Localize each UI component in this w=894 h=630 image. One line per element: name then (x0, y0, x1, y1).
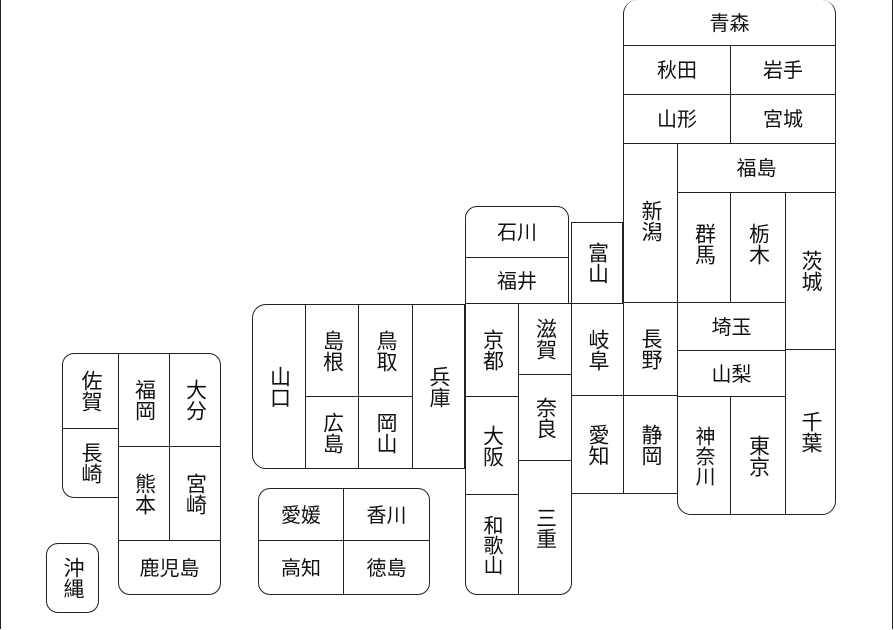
pref-label: 大分 (183, 379, 208, 421)
pref-label: 鳥取 (374, 329, 398, 372)
pref-kagoshima[interactable]: 鹿児島 (118, 540, 221, 595)
pref-label: 和歌山 (480, 514, 504, 575)
pref-label: 広島 (320, 411, 345, 454)
pref-ishikawa[interactable]: 石川 (465, 206, 569, 258)
pref-nagasaki[interactable]: 長崎 (62, 428, 119, 498)
pref-label: 香川 (366, 502, 407, 527)
pref-akita[interactable]: 秋田 (623, 45, 731, 95)
pref-label: 福井 (497, 268, 537, 293)
pref-label: 茨城 (799, 250, 823, 292)
pref-yamanashi[interactable]: 山梨 (677, 350, 786, 397)
pref-fukuoka[interactable]: 福岡 (118, 353, 170, 447)
pref-label: 富山 (585, 242, 610, 284)
pref-fukui[interactable]: 福井 (465, 257, 569, 304)
pref-wakayama[interactable]: 和歌山 (465, 494, 519, 595)
pref-fukushima[interactable]: 福島 (677, 143, 836, 193)
pref-label: 兵庫 (427, 365, 451, 408)
pref-tokyo[interactable]: 東京 (730, 396, 786, 515)
pref-label: 徳島 (366, 555, 407, 580)
pref-label: 長野 (639, 328, 663, 370)
pref-label: 山口 (267, 365, 292, 408)
pref-yamaguchi[interactable]: 山口 (252, 304, 306, 469)
pref-gunma[interactable]: 群馬 (677, 192, 731, 303)
pref-miyagi[interactable]: 宮城 (730, 94, 836, 144)
pref-tokushima[interactable]: 徳島 (343, 540, 430, 595)
pref-toyama[interactable]: 富山 (571, 222, 623, 304)
pref-aichi[interactable]: 愛知 (571, 395, 624, 494)
pref-nagano[interactable]: 長野 (623, 302, 678, 396)
pref-hiroshima[interactable]: 広島 (305, 396, 359, 469)
pref-kanagawa[interactable]: 神奈川 (677, 396, 731, 515)
pref-saga[interactable]: 佐賀 (62, 353, 119, 429)
pref-label: 東京 (746, 434, 771, 477)
pref-label: 愛知 (586, 423, 610, 466)
pref-label: 岡山 (374, 411, 398, 454)
pref-label: 岩手 (763, 58, 803, 82)
pref-shiga[interactable]: 滋賀 (518, 303, 572, 375)
pref-label: 埼玉 (711, 314, 752, 339)
pref-yamagata[interactable]: 山形 (623, 94, 731, 144)
pref-okinawa[interactable]: 沖縄 (46, 543, 99, 613)
pref-kochi[interactable]: 高知 (258, 540, 344, 595)
pref-label: 山梨 (711, 361, 752, 386)
pref-label: 秋田 (657, 58, 697, 82)
pref-chiba[interactable]: 千葉 (785, 349, 836, 515)
pref-label: 福島 (736, 156, 777, 180)
pref-label: 福岡 (132, 379, 157, 421)
pref-ibaraki[interactable]: 茨城 (785, 192, 836, 350)
pref-label: 島根 (320, 329, 345, 372)
pref-shizuoka[interactable]: 静岡 (623, 395, 678, 494)
pref-label: 愛媛 (281, 502, 321, 527)
pref-label: 群馬 (692, 223, 717, 265)
pref-aomori[interactable]: 青森 (623, 0, 836, 46)
pref-label: 京都 (480, 329, 505, 371)
pref-ehime[interactable]: 愛媛 (258, 488, 344, 541)
pref-kagawa[interactable]: 香川 (343, 488, 430, 541)
pref-label: 岐阜 (586, 328, 610, 371)
pref-label: 佐賀 (79, 370, 103, 412)
pref-label: 栃木 (746, 223, 771, 265)
pref-hyogo[interactable]: 兵庫 (412, 304, 465, 469)
pref-kumamoto[interactable]: 熊本 (118, 446, 170, 541)
pref-shimane[interactable]: 島根 (305, 304, 359, 397)
pref-label: 千葉 (799, 411, 823, 453)
pref-label: 熊本 (132, 472, 157, 515)
pref-label: 大阪 (480, 424, 505, 467)
pref-label: 滋賀 (533, 318, 558, 360)
pref-label: 青森 (709, 10, 750, 35)
pref-label: 山形 (657, 107, 697, 131)
pref-label: 鹿児島 (139, 555, 200, 580)
pref-label: 宮崎 (183, 472, 208, 515)
pref-saitama[interactable]: 埼玉 (677, 302, 786, 351)
pref-tochigi[interactable]: 栃木 (730, 192, 786, 303)
pref-label: 神奈川 (692, 425, 716, 486)
pref-gifu[interactable]: 岐阜 (571, 303, 624, 396)
pref-label: 新潟 (639, 200, 663, 242)
pref-label: 長崎 (79, 442, 103, 484)
pref-okayama[interactable]: 岡山 (358, 396, 413, 469)
pref-kyoto[interactable]: 京都 (465, 303, 519, 397)
pref-label: 三重 (533, 506, 558, 549)
pref-label: 静岡 (639, 423, 663, 466)
pref-label: 沖縄 (61, 557, 85, 599)
pref-oita[interactable]: 大分 (169, 353, 221, 447)
pref-iwate[interactable]: 岩手 (730, 45, 836, 95)
pref-miyazaki[interactable]: 宮崎 (169, 446, 221, 541)
pref-niigata[interactable]: 新潟 (623, 143, 678, 303)
pref-label: 宮城 (763, 107, 803, 131)
pref-label: 高知 (281, 555, 321, 580)
pref-nara[interactable]: 奈良 (518, 374, 572, 461)
pref-label: 奈良 (533, 396, 558, 439)
pref-osaka[interactable]: 大阪 (465, 396, 519, 495)
pref-tottori[interactable]: 鳥取 (358, 304, 413, 397)
pref-mie[interactable]: 三重 (518, 460, 572, 595)
pref-label: 石川 (497, 220, 537, 244)
